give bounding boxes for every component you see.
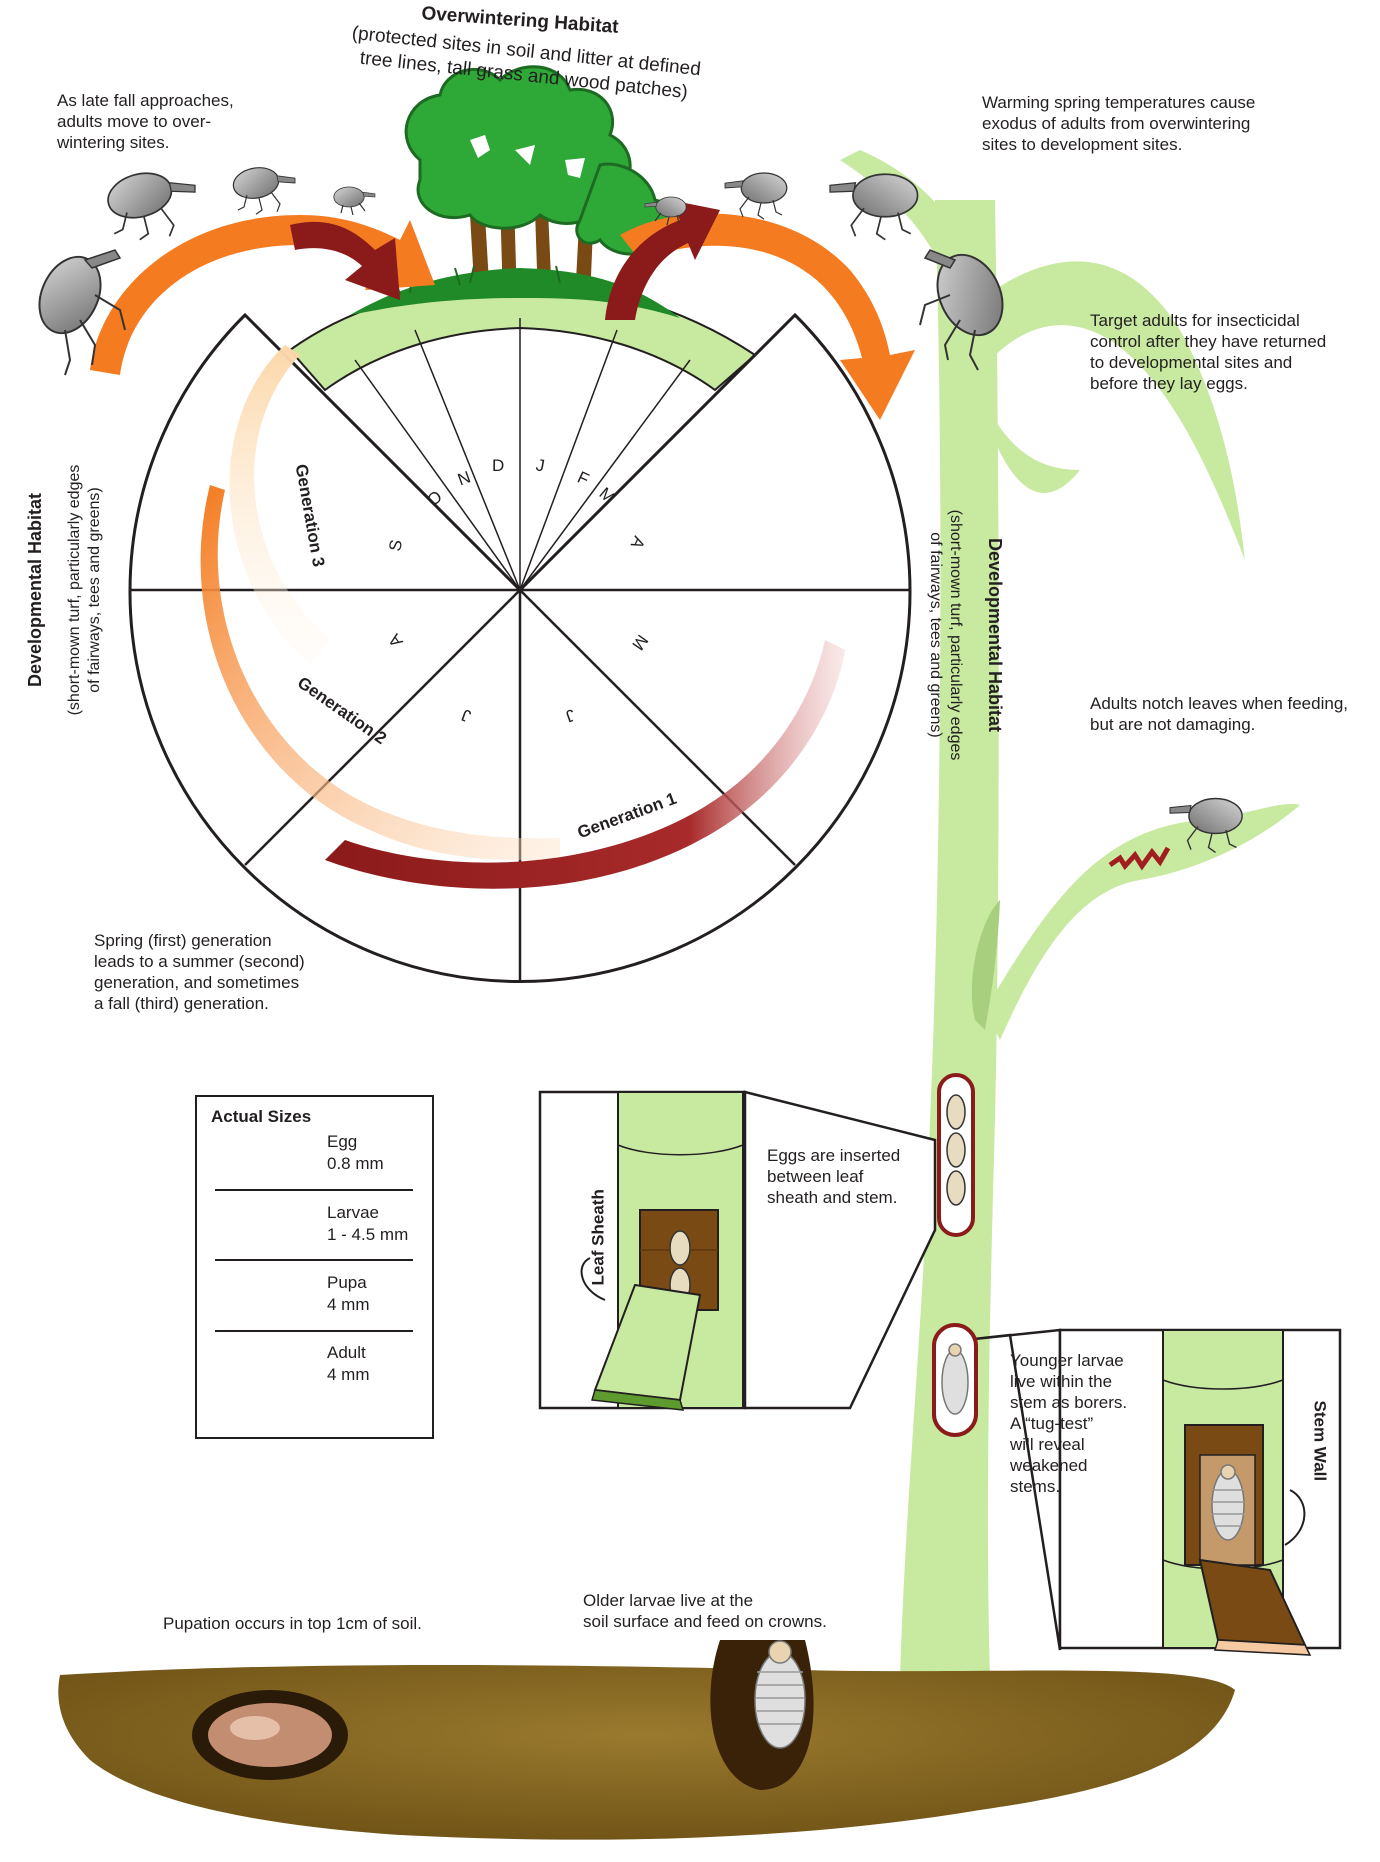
size-adult-name: Adult bbox=[327, 1343, 366, 1362]
dev-habitat-left-title: Developmental Habitat bbox=[25, 410, 45, 770]
size-adult-value: 4 mm bbox=[327, 1365, 370, 1384]
note-older-larvae: Older larvae live at the soil surface an… bbox=[583, 1590, 883, 1632]
size-larvae-name: Larvae bbox=[327, 1203, 379, 1222]
dev-habitat-right: Developmental Habitat (short-mown turf, … bbox=[935, 455, 1025, 815]
size-egg-name: Egg bbox=[327, 1132, 357, 1151]
size-egg-value: 0.8 mm bbox=[327, 1154, 384, 1173]
size-larvae-value: 1 - 4.5 mm bbox=[327, 1225, 408, 1244]
pupa-chamber bbox=[192, 1690, 348, 1780]
size-row-adult: Adult 4 mm bbox=[197, 1342, 432, 1412]
dev-habitat-right-title: Developmental Habitat bbox=[985, 455, 1005, 815]
actual-sizes-title: Actual Sizes bbox=[211, 1107, 311, 1127]
size-pupa-value: 4 mm bbox=[327, 1295, 370, 1314]
size-divider bbox=[215, 1330, 413, 1332]
size-pupa-name: Pupa bbox=[327, 1273, 367, 1292]
dev-habitat-right-subtitle: (short-mown turf, particularly edges of … bbox=[925, 455, 965, 815]
stem-wall-label: Stem Wall bbox=[1310, 1401, 1331, 1501]
note-generations: Spring (first) generation leads to a sum… bbox=[94, 930, 354, 1014]
note-spring-warm: Warming spring temperatures cause exodus… bbox=[982, 92, 1282, 155]
note-younger-larvae: Younger larvae live within the stem as b… bbox=[1010, 1350, 1150, 1497]
note-late-fall: As late fall approaches, adults move to … bbox=[57, 90, 277, 153]
month-label-dec: D bbox=[492, 455, 504, 476]
size-divider bbox=[215, 1259, 413, 1261]
dev-habitat-left: Developmental Habitat (short-mown turf, … bbox=[5, 410, 95, 770]
life-cycle-wheel bbox=[130, 315, 910, 982]
overwinter-band bbox=[290, 282, 755, 390]
size-row-larvae: Larvae 1 - 4.5 mm bbox=[197, 1202, 432, 1272]
note-target-adults: Target adults for insecticidal control a… bbox=[1090, 310, 1350, 394]
note-notch-leaves: Adults notch leaves when feeding, but ar… bbox=[1090, 693, 1370, 735]
size-divider bbox=[215, 1189, 413, 1191]
leaf-sheath-label: Leaf Sheath bbox=[588, 1186, 609, 1286]
dev-habitat-left-subtitle: (short-mown turf, particularly edges of … bbox=[65, 410, 105, 770]
note-pupation: Pupation occurs in top 1cm of soil. bbox=[163, 1613, 483, 1634]
note-eggs-inserted: Eggs are inserted between leaf sheath an… bbox=[767, 1145, 927, 1208]
